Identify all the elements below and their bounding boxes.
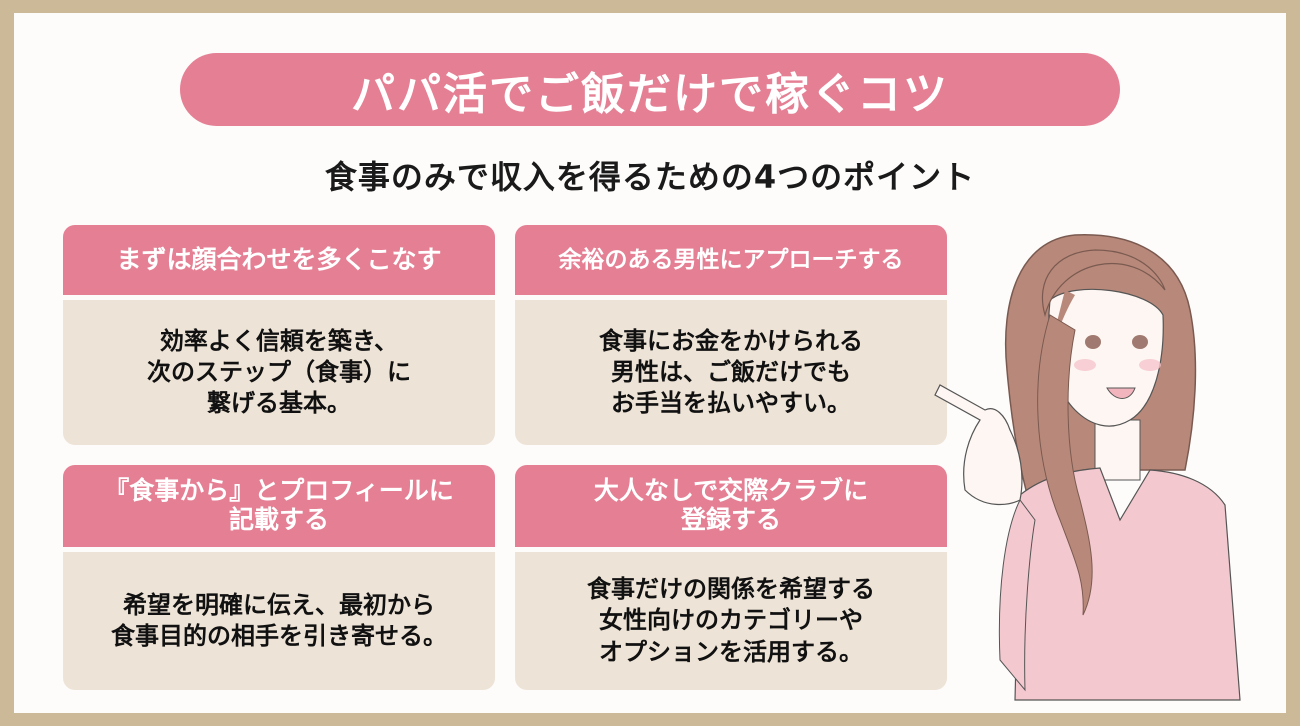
body-line: 食事にお金をかけられる — [599, 326, 863, 355]
tip-card-3: 『食事から』とプロフィールに 記載する 希望を明確に伝え、最初から 食事目的の相… — [63, 465, 495, 690]
body-line: 希望を明確に伝え、最初から — [123, 590, 435, 619]
heading-line: 『食事から』とプロフィールに — [104, 476, 454, 506]
body-line: 食事目的の相手を引き寄せる。 — [111, 622, 447, 650]
tip-card-2: 余裕のある男性にアプローチする 食事にお金をかけられる 男性は、ご飯だけでも お… — [515, 225, 947, 445]
body-line: 繋げる基本。 — [207, 389, 351, 418]
heading-line: 大人なしで交際クラブに — [593, 476, 869, 506]
body-line: お手当を払いやすい。 — [611, 389, 851, 418]
body-line: 男性は、ご飯だけでも — [611, 357, 851, 386]
body-line: 効率よく信頼を築き、 — [159, 326, 399, 355]
title-banner: パパ活でご飯だけで稼ぐコツ — [180, 53, 1120, 126]
heading-line: まずは顔合わせを多くこなす — [116, 244, 442, 274]
page-subtitle: 食事のみで収入を得るための4つのポイント — [324, 158, 976, 196]
tip-card-heading: 『食事から』とプロフィールに 記載する — [63, 465, 495, 552]
eye-icon — [1085, 335, 1101, 349]
body-line: 食事だけの関係を希望する — [587, 575, 875, 604]
tip-card-body: 食事にお金をかけられる 男性は、ご飯だけでも お手当を払いやすい。 — [515, 300, 947, 445]
mouth-icon — [1106, 387, 1136, 399]
tip-card-1: まずは顔合わせを多くこなす 効率よく信頼を築き、 次のステップ（食事）に 繋げる… — [63, 225, 495, 445]
heading-line: 余裕のある男性にアプローチする — [558, 246, 904, 273]
tip-card-body: 食事だけの関係を希望する 女性向けのカテゴリーや オプションを活用する。 — [515, 552, 947, 690]
tip-card-heading: まずは顔合わせを多くこなす — [63, 225, 495, 300]
tip-card-body: 希望を明確に伝え、最初から 食事目的の相手を引き寄せる。 — [63, 552, 495, 690]
tip-card-body: 効率よく信頼を築き、 次のステップ（食事）に 繋げる基本。 — [63, 300, 495, 445]
tip-card-4: 大人なしで交際クラブに 登録する 食事だけの関係を希望する 女性向けのカテゴリー… — [515, 465, 947, 690]
heading-line: 記載する — [228, 505, 329, 534]
tip-card-heading: 大人なしで交際クラブに 登録する — [515, 465, 947, 552]
woman-pointing-illustration — [934, 234, 1241, 701]
body-line: オプションを活用する。 — [599, 637, 863, 666]
body-line: 女性向けのカテゴリーや — [599, 606, 863, 635]
eye-icon — [1132, 335, 1148, 349]
shirt-icon — [1014, 467, 1241, 701]
pointing-hand-icon — [998, 499, 1036, 692]
tip-card-heading: 余裕のある男性にアプローチする — [515, 225, 947, 300]
body-line: 次のステップ（食事）に — [147, 357, 411, 386]
page-title: パパ活でご飯だけで稼ぐコツ — [351, 68, 949, 120]
heading-line: 登録する — [680, 505, 781, 534]
